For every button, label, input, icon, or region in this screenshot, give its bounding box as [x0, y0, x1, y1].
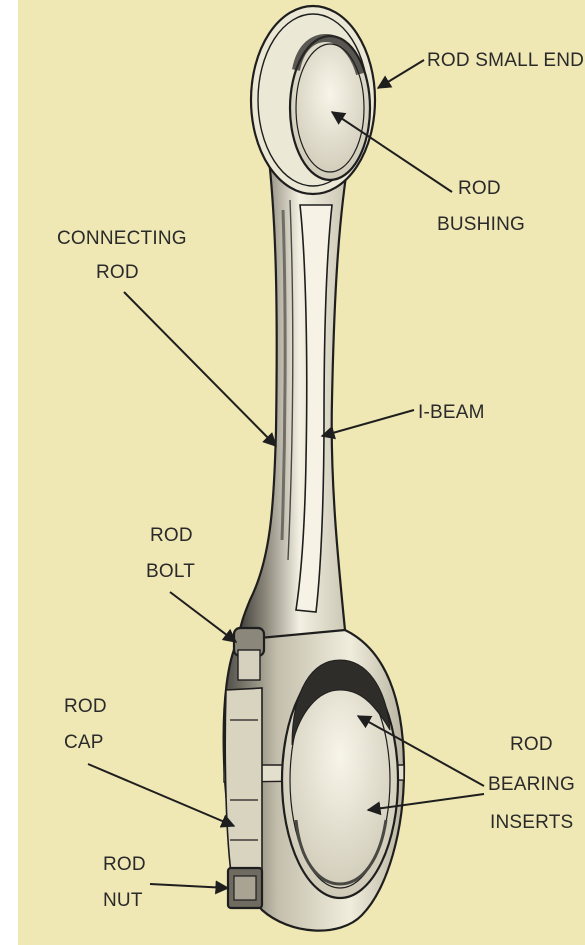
- label-rod-bolt-line2: BOLT: [146, 561, 195, 582]
- label-connecting-rod-line1: CONNECTING: [57, 228, 187, 249]
- label-rod-nut-line2: NUT: [103, 890, 143, 911]
- label-rod-bearing-inserts-line3: INSERTS: [490, 812, 573, 833]
- label-rod-bushing-line2: BUSHING: [437, 214, 525, 235]
- label-connecting-rod-line2: ROD: [96, 262, 139, 283]
- label-rod-bolt-line1: ROD: [150, 525, 193, 546]
- label-rod-small-end: ROD SMALL END: [427, 50, 584, 71]
- label-rod-bearing-inserts-line1: ROD: [510, 734, 553, 755]
- label-i-beam: I-BEAM: [418, 402, 485, 423]
- label-rod-cap-line1: ROD: [64, 696, 107, 717]
- label-rod-bushing-line1: ROD: [458, 178, 501, 199]
- label-rod-cap-line2: CAP: [64, 732, 104, 753]
- label-rod-nut-line1: ROD: [103, 854, 146, 875]
- label-rod-bearing-inserts-line2: BEARING: [488, 774, 575, 795]
